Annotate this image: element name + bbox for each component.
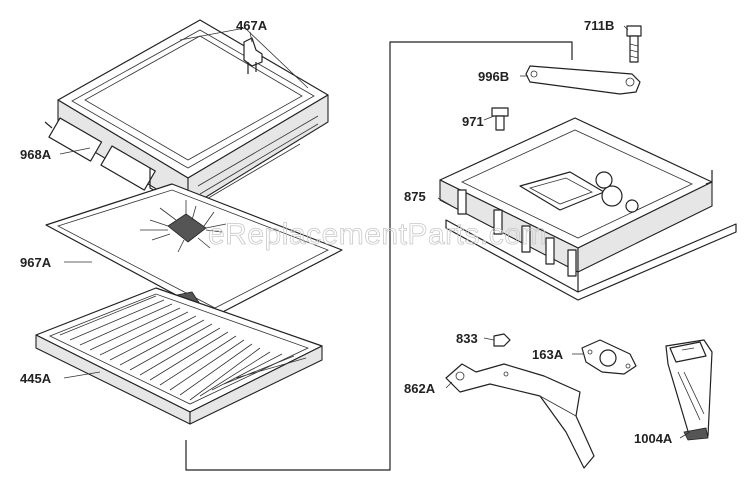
label-971: 971 xyxy=(462,114,484,129)
knob-467a[interactable] xyxy=(243,37,263,74)
label-875: 875 xyxy=(404,189,426,204)
label-445a: 445A xyxy=(20,371,52,386)
gasket-163a[interactable] xyxy=(581,339,637,375)
leader-968a xyxy=(59,147,91,155)
leader-875 xyxy=(437,197,453,207)
bracket-862a[interactable] xyxy=(445,363,595,469)
label-833: 833 xyxy=(456,331,478,346)
leader-445a xyxy=(63,371,101,379)
label-1004a: 1004A xyxy=(634,431,673,446)
leader-711b xyxy=(623,25,629,31)
link-plate-996b[interactable] xyxy=(525,65,641,95)
nut-833[interactable] xyxy=(493,333,511,347)
watermark: eReplacementParts.com xyxy=(208,218,547,251)
leader-1004a xyxy=(679,431,691,439)
leader-467a xyxy=(249,31,253,43)
duct-1004a[interactable] xyxy=(665,339,713,441)
label-862a: 862A xyxy=(404,381,436,396)
leader-971 xyxy=(483,115,495,121)
label-467a: 467A xyxy=(236,18,268,33)
leader-833 xyxy=(483,337,495,341)
label-996b: 996B xyxy=(478,69,509,84)
air-cleaner-cover[interactable] xyxy=(44,19,329,209)
label-163a: 163A xyxy=(532,347,564,362)
air-cleaner-base[interactable] xyxy=(439,117,737,301)
pre-cleaner[interactable] xyxy=(45,183,343,317)
assembly-bracket-line xyxy=(185,41,573,471)
label-968a: 968A xyxy=(20,147,52,162)
air-filter[interactable] xyxy=(35,287,323,425)
label-967a: 967A xyxy=(20,255,52,270)
label-711b: 711B xyxy=(584,18,614,33)
screw-971[interactable] xyxy=(491,107,509,131)
bolt-711b[interactable] xyxy=(626,25,642,63)
leader-862a xyxy=(445,381,453,389)
